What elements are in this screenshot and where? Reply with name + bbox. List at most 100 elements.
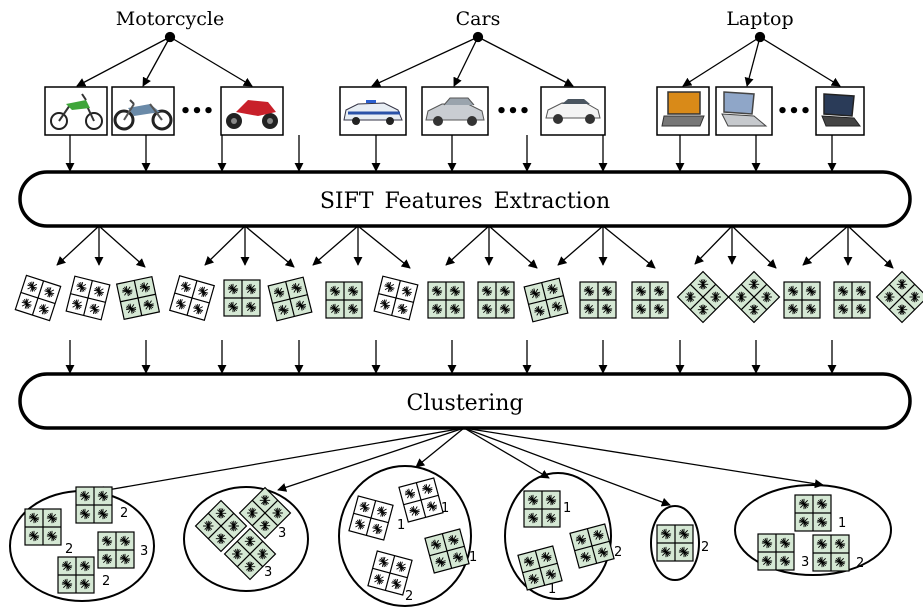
cluster-1-item-2: 2: [24, 508, 73, 557]
cluster-4-item-3: 1: [517, 545, 563, 597]
ellipsis-cars: •••: [496, 101, 531, 122]
visual-word-count: 2: [614, 545, 622, 560]
cluster-ellipse-2: [183, 486, 309, 592]
arrows-to-sift: [65, 135, 837, 172]
thumbnail-laptop-2: [715, 86, 773, 136]
sift-descriptor: [424, 528, 470, 574]
sift-descriptor: [367, 550, 413, 596]
cluster-1-item-1: 2: [75, 486, 128, 524]
sift-descriptor: [223, 527, 277, 581]
category-tree-motorcycle: [76, 31, 253, 87]
sift-descriptor: [812, 534, 850, 572]
visual-word-count: 3: [801, 555, 809, 570]
sift-descriptor-10: [477, 281, 515, 319]
cluster-contents: 223233311121212132: [24, 477, 864, 604]
thumbnail-car-1: [339, 86, 407, 136]
clustering-stage-label: Clustering: [407, 391, 524, 416]
sift-descriptor-13: [631, 281, 669, 319]
sift-descriptor: [656, 524, 694, 562]
thumbnail-car-3: [540, 86, 606, 136]
visual-word-count: 2: [405, 589, 413, 604]
visual-word-count: 3: [140, 544, 148, 559]
sift-descriptor: [348, 495, 394, 541]
visual-word-count: 2: [856, 556, 864, 571]
cluster-2-item-2: 3: [238, 486, 292, 541]
category-tree-cars: [371, 31, 574, 87]
thumbnail-motorcycle-1: [44, 86, 108, 136]
visual-word-count: 1: [441, 501, 449, 516]
sift-descriptor: [238, 486, 292, 540]
sift-descriptor: [194, 499, 248, 553]
cluster-6-item-2: 3: [757, 533, 809, 571]
sift-descriptor: [569, 523, 615, 569]
sift-descriptor: [97, 531, 135, 569]
ellipsis-laptop: •••: [777, 101, 812, 122]
category-label-cars: Cars: [456, 8, 501, 30]
cluster-ellipse-3: [338, 465, 472, 607]
visual-word-count: 1: [548, 582, 556, 597]
arrows-to-clustering: [65, 340, 837, 374]
sift-descriptor-14: [676, 270, 730, 324]
category-label-laptop: Laptop: [726, 8, 793, 30]
cluster-2-item-3: 3: [223, 527, 277, 581]
sift-descriptor: [757, 533, 795, 571]
visual-word-count: 2: [120, 506, 128, 521]
visual-word-count: 3: [264, 565, 272, 580]
sift-descriptor: [57, 556, 95, 594]
cluster-ellipse-5: [650, 505, 700, 581]
sift-descriptor: [517, 545, 563, 591]
ellipsis-motorcycle: •••: [180, 101, 215, 122]
cluster-6-item-1: 1: [794, 494, 846, 532]
descriptor-row: [14, 270, 923, 324]
visual-word-count: 1: [563, 501, 571, 516]
cluster-ellipse-4: [504, 472, 612, 600]
sift-descriptor-2: [65, 275, 111, 321]
thumbnail-laptop-3: [815, 86, 865, 136]
category-tree-laptop: [682, 31, 841, 87]
arrows-to-descriptors: [56, 225, 894, 269]
cluster-1-item-3: 3: [97, 531, 148, 569]
sift-descriptor: [75, 486, 113, 524]
sift-descriptor: [523, 490, 561, 528]
cluster-3-item-2: 1: [348, 495, 405, 541]
visual-word-count: 1: [838, 516, 846, 531]
sift-descriptor-15: [727, 270, 781, 324]
visual-word-count: 3: [278, 526, 286, 541]
sift-stage: SIFT Features Extraction: [18, 170, 912, 228]
visual-word-count: 2: [102, 574, 110, 589]
sift-descriptor-17: [833, 281, 871, 319]
cluster-1-item-4: 2: [57, 556, 110, 594]
thumbnail-laptop-1: [656, 86, 710, 136]
sift-descriptor: [794, 494, 832, 532]
cluster-3-item-1: 1: [398, 477, 449, 523]
sift-descriptor-4: [168, 274, 216, 322]
visual-word-count: 2: [65, 542, 73, 557]
sift-descriptor-3: [115, 275, 161, 321]
sift-descriptor-5: [223, 279, 261, 317]
cluster-ellipse-6: [734, 484, 892, 576]
cluster-3-item-3: 1: [424, 528, 477, 574]
sift-descriptor-11: [523, 277, 569, 323]
cluster-3-item-4: 2: [367, 550, 413, 604]
sift-descriptor-12: [579, 281, 617, 319]
sift-descriptor: [24, 508, 62, 546]
sift-descriptor-18: [875, 270, 923, 324]
sift-descriptor-1: [14, 274, 62, 322]
thumbnail-motorcycle-2: [111, 86, 175, 136]
sift-descriptor: [398, 477, 444, 523]
thumbnail-car-2: [421, 86, 489, 136]
cluster-4-item-2: 2: [569, 523, 622, 569]
sift-descriptor-16: [783, 281, 821, 319]
sift-descriptor-8: [373, 275, 419, 321]
cluster-4-item-1: 1: [523, 490, 571, 528]
cluster-6-item-3: 2: [812, 534, 864, 572]
sift-stage-label: SIFT Features Extraction: [320, 189, 610, 214]
sift-descriptor-6: [267, 276, 313, 322]
clustering-stage: Clustering: [18, 372, 912, 430]
visual-word-count: 1: [397, 518, 405, 533]
category-label-motorcycle: Motorcycle: [116, 8, 224, 30]
sift-descriptor-9: [427, 281, 465, 319]
cluster-5-item-1: 2: [656, 524, 709, 562]
